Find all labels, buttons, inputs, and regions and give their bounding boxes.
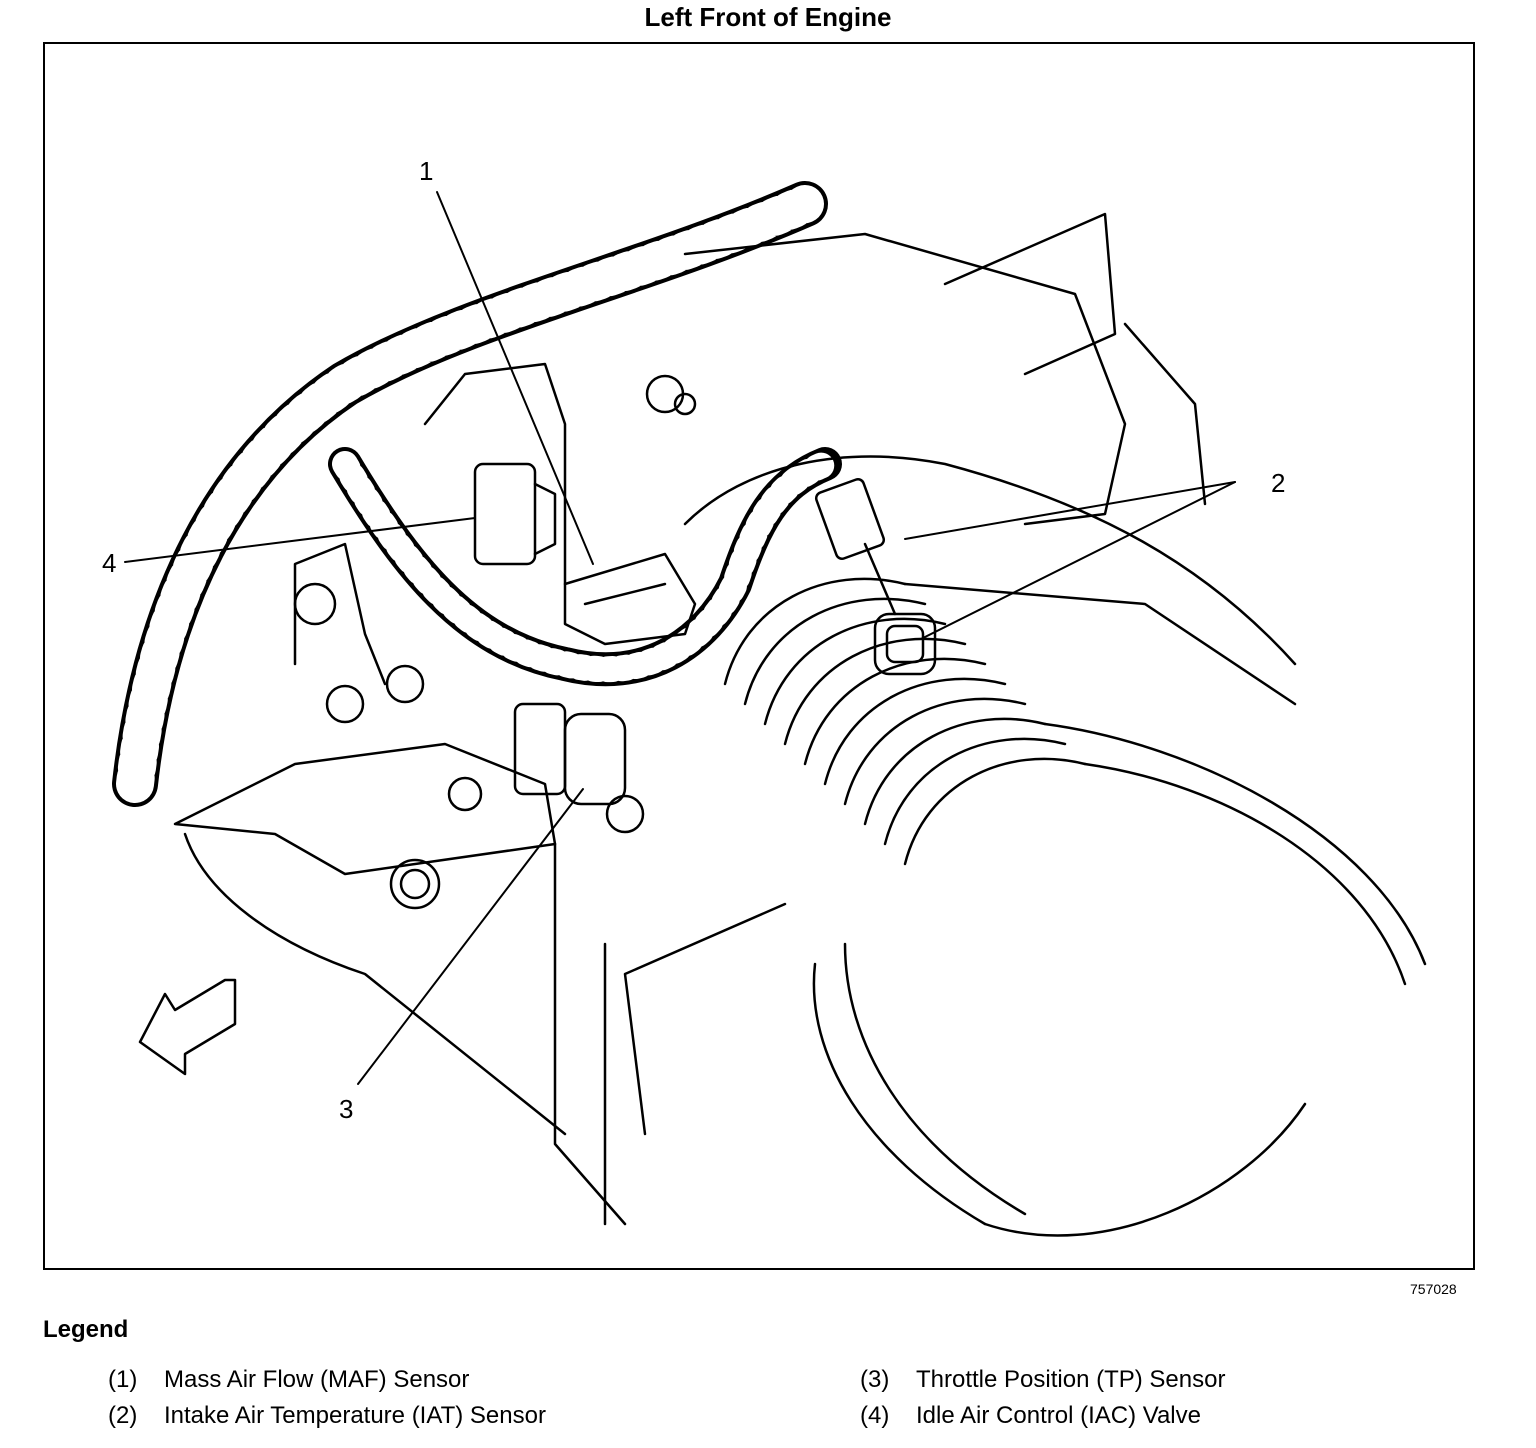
legend-item-label: Intake Air Temperature (IAT) Sensor [164, 1402, 546, 1429]
legend-item-number: (4) [860, 1402, 890, 1429]
diagram-frame: 1 2 3 4 [43, 42, 1475, 1270]
maf-sensor-connector [563, 552, 697, 646]
callout-1: 1 [419, 156, 434, 186]
legend-item-label: Idle Air Control (IAC) Valve [916, 1402, 1201, 1429]
legend-item-number: (2) [108, 1402, 138, 1429]
legend-item: (3) Throttle Position (TP) Sensor [860, 1366, 1225, 1394]
legend-item-number: (1) [108, 1366, 138, 1393]
legend-item-number: (3) [860, 1366, 890, 1393]
front-direction-arrow [138, 978, 237, 1076]
legend-item-label: Throttle Position (TP) Sensor [916, 1366, 1226, 1393]
page-title: Left Front of Engine [644, 2, 892, 32]
callout-2: 2 [1271, 468, 1286, 498]
legend-item: (1) Mass Air Flow (MAF) Sensor [108, 1366, 469, 1394]
callout-4: 4 [102, 548, 117, 578]
engine-block [173, 212, 1297, 1226]
air-intake-duct [723, 577, 1427, 1237]
wiring-harness [112, 181, 842, 807]
figure-id: 757028 [1410, 1281, 1457, 1297]
legend-title: Legend [43, 1316, 129, 1343]
iac-valve [473, 462, 557, 566]
leader-lines [124, 191, 1236, 1085]
tp-sensor [513, 702, 627, 806]
legend-item: (2) Intake Air Temperature (IAT) Sensor [108, 1402, 546, 1430]
iat-sensor [814, 478, 937, 676]
legend-item-label: Mass Air Flow (MAF) Sensor [164, 1366, 470, 1393]
legend-item: (4) Idle Air Control (IAC) Valve [860, 1402, 1201, 1430]
engine-illustration [112, 181, 1427, 1237]
bolts [293, 374, 697, 910]
callout-3: 3 [339, 1094, 354, 1124]
